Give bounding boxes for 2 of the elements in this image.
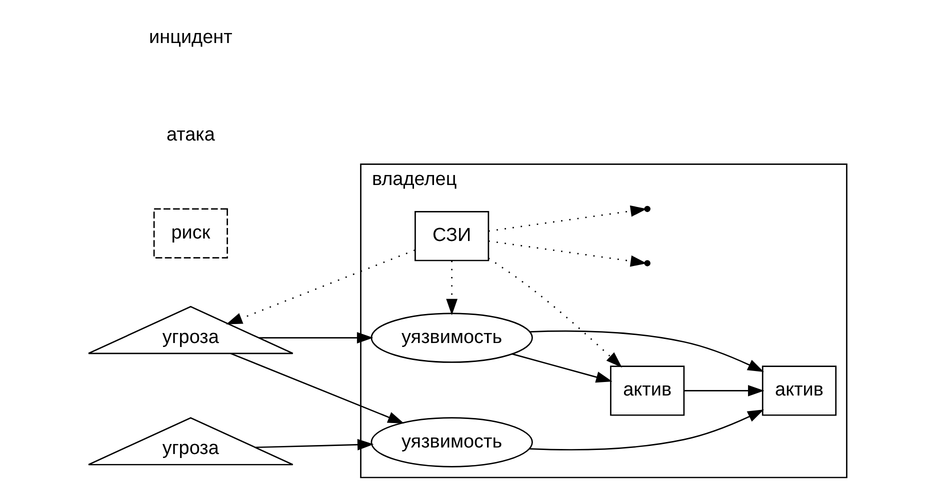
label: атака bbox=[166, 124, 214, 146]
label: инцидент bbox=[148, 27, 232, 48]
